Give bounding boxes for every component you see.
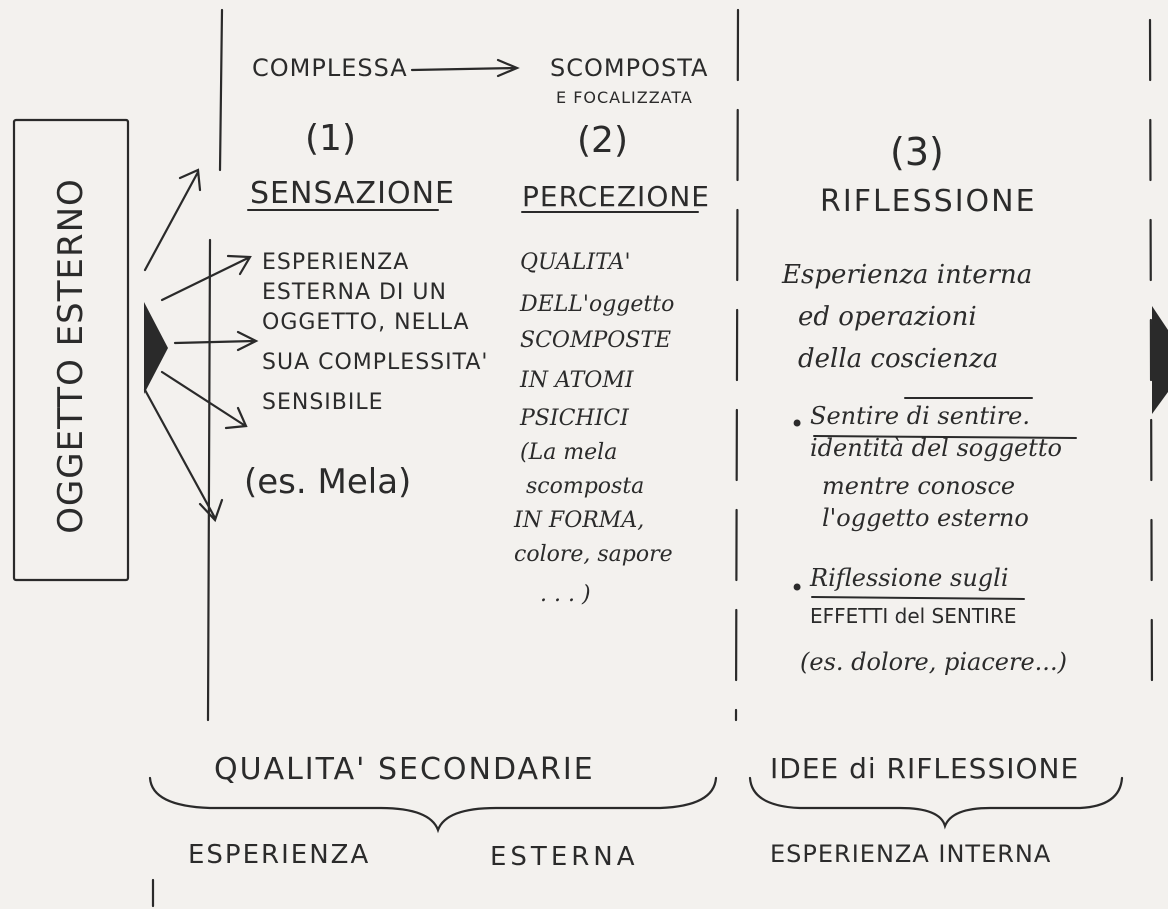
bullet-dot-1: • bbox=[790, 410, 805, 438]
col3-line: della coscienza bbox=[798, 344, 999, 374]
col3-title: RIFLESSIONE bbox=[820, 184, 1037, 219]
col2-number: (2) bbox=[577, 120, 628, 161]
col2-line: colore, sapore bbox=[514, 542, 673, 567]
object-box bbox=[12, 118, 130, 582]
label-esperienza-ext-2: ESTERNA bbox=[490, 842, 639, 872]
col2-line: IN ATOMI bbox=[520, 368, 634, 393]
arrow-down bbox=[143, 388, 224, 523]
col3-bullet-2: Riflessione sugli EFFETTI del SENTIRE (e… bbox=[800, 564, 1067, 684]
column-rule-left bbox=[206, 8, 224, 722]
brace-secondary bbox=[148, 776, 718, 834]
col1-line: OGGETTO, NELLA bbox=[262, 310, 470, 335]
underline-riflessione bbox=[811, 596, 1025, 600]
col2-title: PERCEZIONE bbox=[522, 180, 710, 213]
col2-line: QUALITA' bbox=[520, 250, 631, 275]
col2-line: SCOMPOSTE bbox=[520, 328, 672, 353]
col2-line: (La mela bbox=[520, 440, 618, 465]
label-scomposta: SCOMPOSTA bbox=[550, 54, 709, 82]
top-arrow bbox=[410, 58, 520, 78]
col1-body: ESPERIENZA ESTERNA DI UN OGGETTO, NELLA … bbox=[262, 252, 488, 422]
label-complessa: COMPLESSA bbox=[252, 54, 408, 82]
bullet1-line: mentre conosce bbox=[822, 472, 1016, 500]
col2-line: PSICHICI bbox=[520, 406, 629, 431]
col1-number: (1) bbox=[305, 118, 356, 159]
label-idee-riflessione: IDEE di RIFLESSIONE bbox=[770, 752, 1080, 785]
label-focalizzata: E FOCALIZZATA bbox=[556, 88, 693, 107]
left-triangle-marker bbox=[144, 302, 168, 394]
bullet2-line: (es. dolore, piacere...) bbox=[800, 648, 1067, 676]
col2-line: . . . ) bbox=[540, 582, 591, 607]
arrow-lower-mid bbox=[160, 370, 248, 430]
brace-reflection bbox=[748, 776, 1124, 830]
object-label: OGGETTO ESTERNO bbox=[51, 178, 91, 534]
bullet1-line: l'oggetto esterno bbox=[822, 504, 1029, 532]
label-esperienza-int: ESPERIENZA INTERNA bbox=[770, 840, 1052, 868]
bullet1-line: identità del soggetto bbox=[810, 434, 1062, 462]
right-triangle-marker bbox=[1152, 306, 1168, 414]
col3-bullet-1: Sentire di sentire. identità del soggett… bbox=[810, 404, 1062, 538]
label-esperienza-ext-1: ESPERIENZA bbox=[188, 840, 371, 870]
bullet1-line: Sentire di sentire. bbox=[810, 402, 1030, 430]
arrow-mid bbox=[173, 330, 259, 352]
col3-line: Esperienza interna bbox=[782, 260, 1033, 290]
col1-example: (es. Mela) bbox=[244, 462, 412, 502]
bullet-dot-2: • bbox=[790, 574, 805, 602]
col2-line: scomposta bbox=[526, 474, 645, 499]
col3-line: ed operazioni bbox=[798, 302, 977, 332]
arrow-up bbox=[143, 168, 202, 272]
underline-sentire bbox=[813, 435, 1077, 439]
column-rule-dashed bbox=[734, 8, 740, 722]
col2-line: DELL'oggetto bbox=[520, 292, 675, 317]
label-qualita-secondarie: QUALITA' SECONDARIE bbox=[214, 752, 595, 787]
col1-line: SENSIBILE bbox=[262, 390, 384, 415]
col1-title: SENSAZIONE bbox=[250, 176, 455, 211]
bullet2-line: EFFETTI del SENTIRE bbox=[810, 604, 1017, 628]
col2-body: QUALITA' DELL'oggetto SCOMPOSTE IN ATOMI… bbox=[514, 250, 675, 614]
column-rule-right bbox=[1148, 18, 1154, 702]
col2-line: IN FORMA, bbox=[514, 508, 645, 533]
arrow-upper-mid bbox=[160, 254, 252, 302]
col1-line: SUA COMPLESSITA' bbox=[262, 350, 489, 375]
col1-line: ESTERNA DI UN bbox=[262, 280, 447, 305]
col3-body: Esperienza interna ed operazioni della c… bbox=[782, 262, 1032, 386]
col1-line: ESPERIENZA bbox=[262, 250, 410, 275]
bullet2-line: Riflessione sugli bbox=[810, 564, 1009, 592]
col3-number: (3) bbox=[890, 130, 944, 174]
